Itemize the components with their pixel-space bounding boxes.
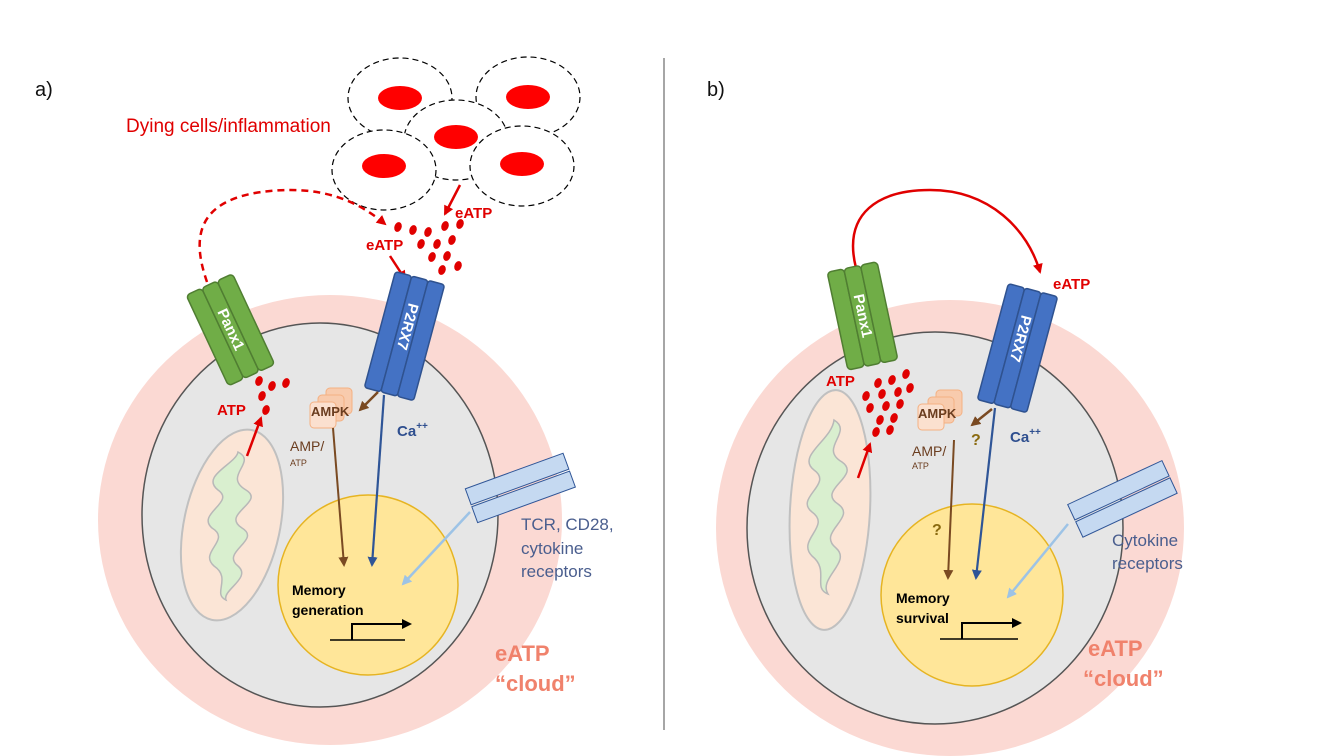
ampk-label-a: AMPK	[311, 404, 350, 419]
svg-text:Memory: Memory	[292, 582, 346, 598]
svg-text:receptors: receptors	[1112, 554, 1183, 573]
gene-promoter-icon	[330, 619, 412, 641]
panel-a-label: a)	[35, 79, 53, 101]
ampk-box-a: AMPK	[309, 387, 353, 429]
svg-text:receptors: receptors	[521, 562, 592, 581]
amp-sub-a: ATP	[290, 458, 307, 468]
receptor-signal-arrow-a	[401, 511, 471, 586]
amp-sub-b: ATP	[912, 461, 929, 471]
svg-text:“cloud”: “cloud”	[1083, 666, 1164, 691]
svg-text:survival: survival	[896, 610, 949, 626]
svg-text:generation: generation	[292, 602, 364, 618]
svg-text:“cloud”: “cloud”	[495, 671, 576, 696]
cloud-label-b: eATP “cloud”	[1083, 636, 1164, 691]
svg-text:eATP: eATP	[495, 641, 550, 666]
panel-b-label: b)	[707, 79, 725, 101]
cloud-label-a: eATP “cloud”	[495, 641, 576, 696]
nucleus-b	[880, 503, 1064, 687]
svg-text:TCR, CD28,: TCR, CD28,	[521, 515, 614, 534]
panx-eatp-arrow-b	[851, 188, 1043, 274]
p2rx7-ampk-arrow-a	[358, 391, 379, 412]
receptor-signal-arrow-b	[1006, 523, 1069, 599]
atp-label-b: ATP	[826, 373, 855, 390]
ampk-label-b: AMPK	[918, 406, 957, 421]
ca-nucleus-arrow-a	[367, 394, 386, 567]
p2rx7-channel-a: P2RX7	[364, 271, 445, 401]
svg-text:cytokine: cytokine	[521, 539, 583, 558]
amp-label-b: AMP/	[912, 443, 946, 459]
mitochondrion-b	[788, 389, 872, 631]
eatp-label-a2: eATP	[366, 237, 403, 254]
receptors-label-a: TCR, CD28, cytokine receptors	[521, 515, 614, 581]
mito-atp-arrow-b	[856, 442, 873, 479]
mito-atp-arrow-a	[245, 416, 263, 457]
question-mark-2: ?	[932, 522, 942, 539]
receptor-a	[464, 452, 577, 524]
release-arrow-a	[443, 184, 462, 216]
ca-label-a: Ca++	[397, 421, 428, 440]
atp-label-a: ATP	[217, 402, 246, 419]
mitochondrion-a	[179, 428, 285, 622]
panx1-channel-b: Panx1	[827, 261, 898, 371]
nucleus-a	[277, 494, 459, 676]
panx-eatp-dashed-arrow	[198, 188, 387, 283]
memory-label-b: Memory survival	[896, 590, 950, 626]
ca-label-b: Ca++	[1010, 427, 1041, 446]
eatp-label-a1: eATP	[455, 205, 492, 222]
ampk-box-b: AMPK	[917, 389, 963, 431]
p2rx7-ampk-arrow-b	[970, 408, 993, 427]
ampk-nucleus-arrow-b	[943, 439, 955, 580]
memory-label-a: Memory generation	[292, 582, 364, 618]
eatp-dots-a	[394, 219, 464, 275]
panx1-channel-a: Panx1	[186, 274, 275, 386]
gene-promoter-icon-b	[940, 618, 1022, 640]
svg-text:Cytokine: Cytokine	[1112, 531, 1178, 550]
dying-cells-label: Dying cells/inflammation	[126, 116, 331, 137]
svg-text:eATP: eATP	[1088, 636, 1143, 661]
ampk-nucleus-arrow-a	[332, 427, 349, 567]
atp-dots-a	[255, 376, 290, 415]
ca-nucleus-arrow-b	[971, 407, 997, 580]
eatp-label-b: eATP	[1053, 276, 1090, 293]
panel-b: b) Memory survival eATP Panx1	[707, 79, 1184, 756]
receptors-label-b: Cytokine receptors	[1112, 531, 1183, 573]
panel-a: a) Memory generation	[35, 56, 614, 745]
svg-text:Memory: Memory	[896, 590, 950, 606]
question-mark-1: ?	[971, 432, 981, 449]
p2rx7-channel-b: P2RX7	[977, 283, 1058, 413]
dying-cells	[331, 56, 581, 211]
atp-dots-b	[862, 369, 914, 437]
amp-label-a: AMP/	[290, 438, 324, 454]
receptor-b	[1067, 459, 1178, 538]
